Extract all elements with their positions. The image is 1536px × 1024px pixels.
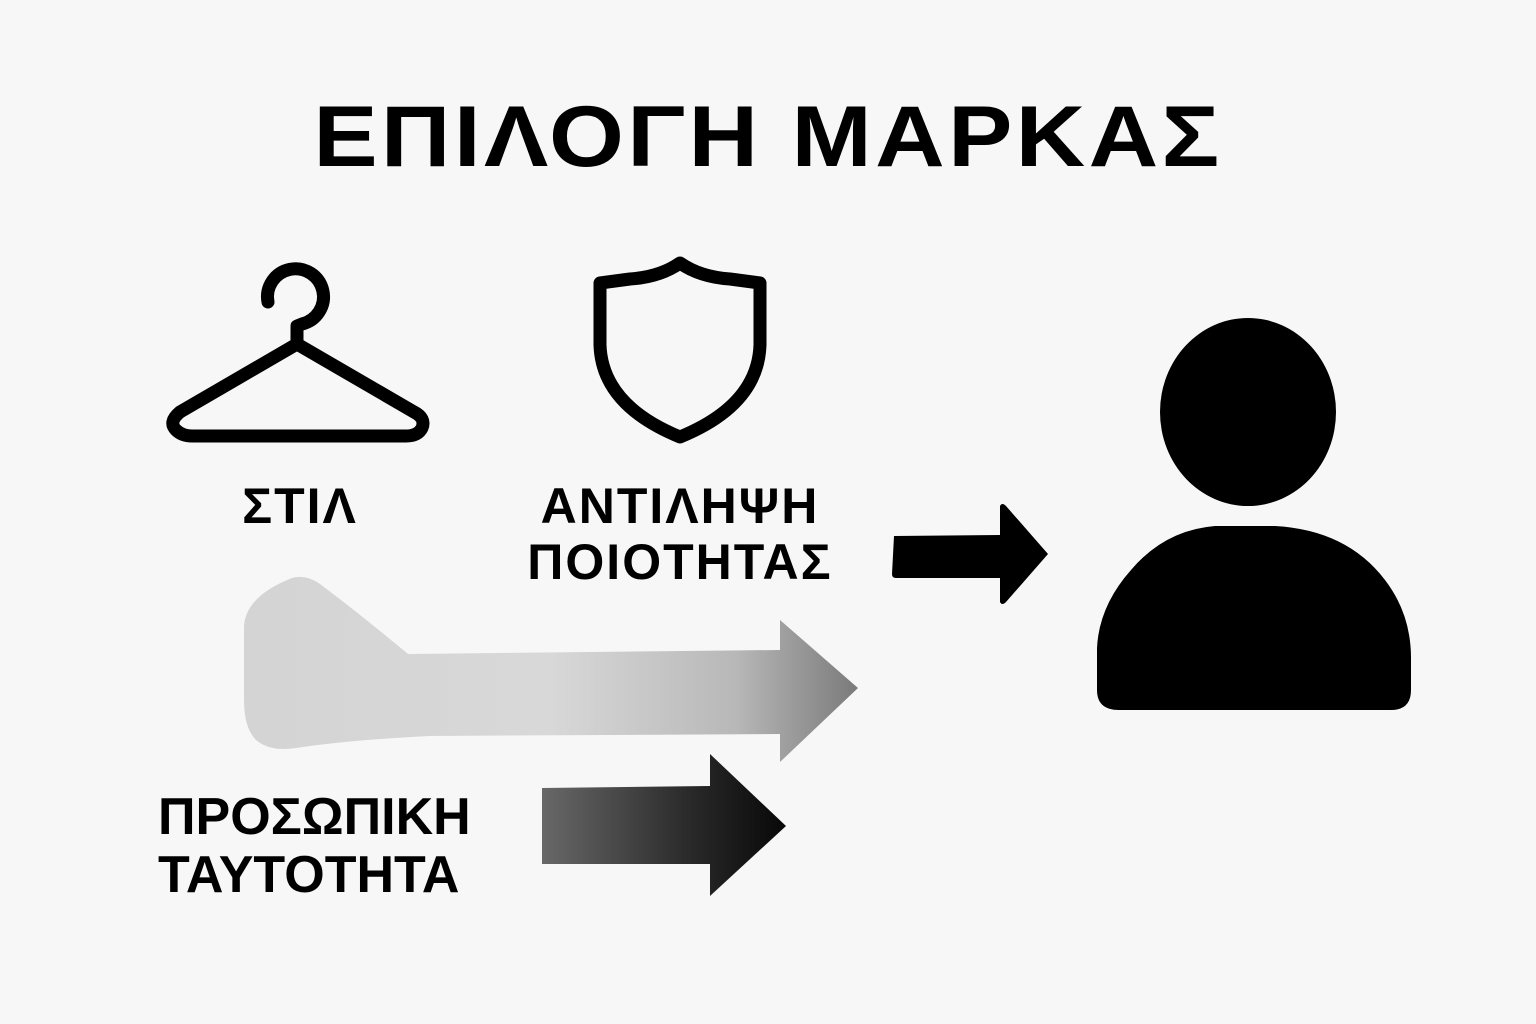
factor-label-quality-line1: ΑΝΤΙΛΗΨΗ xyxy=(540,478,820,534)
person-icon xyxy=(1097,318,1411,710)
diagram-title: ΕΠΙΛΟΓΗ ΜΑΡΚΑΣ xyxy=(313,89,1223,185)
factor-label-identity: ΠΡΟΣΩΠΙΚΗ ΤΑΥΤΟΤΗΤΑ xyxy=(150,788,498,904)
light-gradient-arrow-icon xyxy=(244,576,858,762)
dark-gradient-arrow-icon xyxy=(542,754,786,896)
factor-label-quality: ΑΝΤΙΛΗΨΗ ΠΟΙΟΤΗΤΑΣ xyxy=(500,478,860,590)
hanger-icon xyxy=(166,262,430,443)
factor-label-quality-line2: ΠΟΙΟΤΗΤΑΣ xyxy=(527,534,833,590)
factor-label-identity-line1: ΠΡΟΣΩΠΙΚΗ xyxy=(158,788,471,846)
factor-label-identity-line2: ΤΑΥΤΟΤΗΤΑ xyxy=(158,846,460,905)
factor-label-style: ΣΤΙΛ xyxy=(242,478,358,534)
arrow-right-icon xyxy=(892,504,1048,604)
shield-icon xyxy=(593,256,767,444)
